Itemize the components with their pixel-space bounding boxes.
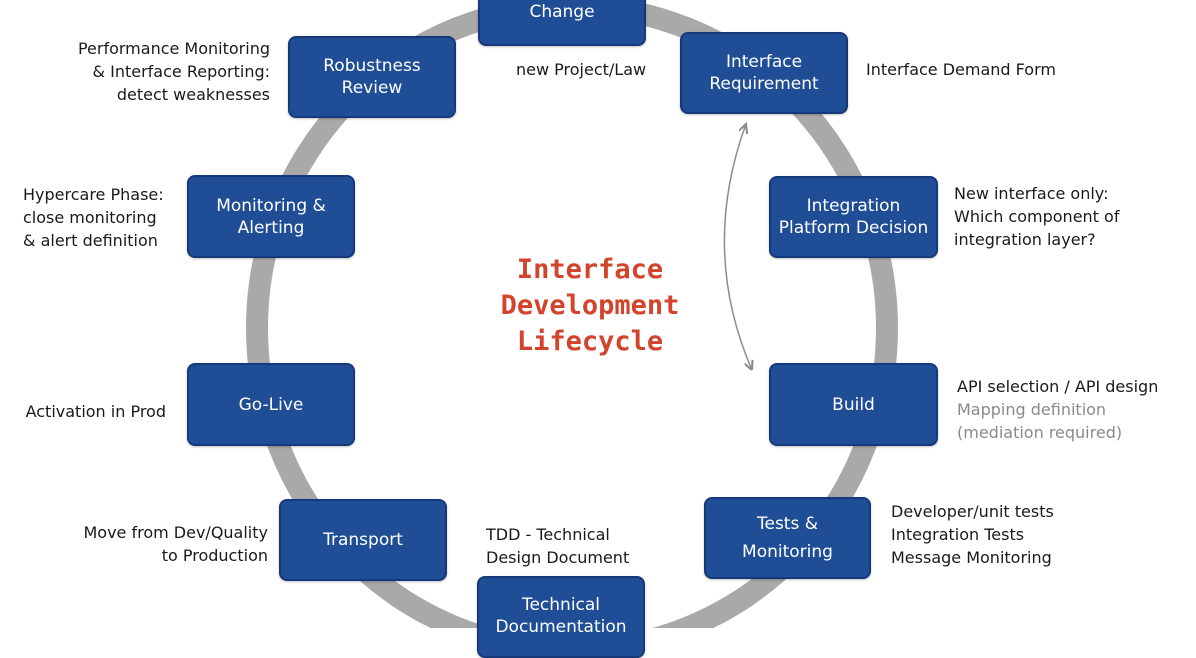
diagram-title: Interface Development Lifecycle [440,252,740,360]
node-go-live[interactable]: Go-Live [187,363,355,446]
note-go-live-line-1: Activation in Prod [25,402,166,421]
node-transport-line-1: Transport [323,530,403,550]
note-transport-line-2: to Production [161,546,268,565]
node-interface-requirement[interactable]: Interface Requirement [680,32,848,114]
node-interface-requirement-line-2: Requirement [709,74,819,94]
node-build[interactable]: Build [769,363,938,446]
note-monitoring-alerting-line-1: Hypercare Phase: [23,185,164,204]
note-technical-documentation: TDD - Technical Design Document [486,523,629,569]
node-tests-monitoring-line-2: Monitoring [742,542,833,562]
node-go-live-line-1: Go-Live [238,394,304,415]
note-technical-documentation-line-1: TDD - Technical [486,525,610,544]
diagram-title-line-2: Development [500,290,680,321]
note-tests-monitoring-line-2: Integration Tests [891,525,1025,544]
node-build-line-1: Build [832,394,875,415]
note-robustness-review-line-2: & Interface Reporting: [92,62,270,81]
diagram-title-line-3: Lifecycle [516,326,664,357]
note-build-line-3: (mediation required) [957,423,1123,442]
note-build-line-2: Mapping definition [957,400,1107,419]
note-integration-platform-decision: New interface only: Which component of i… [954,182,1119,251]
note-change-line-1: new Project/Law [516,60,647,79]
note-integration-platform-decision-line-3: integration layer? [954,230,1096,249]
note-tests-monitoring: Developer/unit tests Integration Tests M… [891,500,1054,569]
note-monitoring-alerting: Hypercare Phase: close monitoring & aler… [23,183,164,252]
note-interface-requirement: Interface Demand Form [866,58,1056,81]
note-build: API selection / API design Mapping defin… [957,375,1158,444]
diagram-title-line-1: Interface [516,254,664,285]
node-transport[interactable]: Transport [279,499,447,581]
note-integration-platform-decision-line-2: Which component of [954,207,1120,226]
node-technical-documentation[interactable]: Technical Documentation [477,576,645,658]
note-build-line-1: API selection / API design [957,377,1159,396]
node-monitoring-alerting-line-2: Alerting [237,217,305,238]
return-arrow [723,124,752,370]
note-robustness-review: Performance Monitoring & Interface Repor… [30,37,270,106]
node-tests-monitoring-line-1: Tests & [756,514,818,534]
node-robustness-review[interactable]: Robustness Review [288,36,456,118]
note-interface-requirement-line-1: Interface Demand Form [866,60,1056,79]
note-robustness-review-line-3: detect weaknesses [116,85,270,104]
node-tests-monitoring[interactable]: Tests & Monitoring [704,497,871,579]
note-technical-documentation-line-2: Design Document [486,548,630,567]
note-change: new Project/Law [516,58,646,81]
node-integration-platform-decision-line-1: Integration [806,196,901,216]
note-tests-monitoring-line-1: Developer/unit tests [891,502,1054,521]
node-robustness-review-line-2: Review [341,78,403,98]
note-transport-line-1: Move from Dev/Quality [83,523,268,542]
node-change[interactable]: Change [478,0,646,46]
note-monitoring-alerting-line-2: close monitoring [23,208,157,227]
note-transport: Move from Dev/Quality to Production [40,521,268,567]
node-robustness-review-line-1: Robustness [323,56,421,76]
note-go-live: Activation in Prod [10,400,166,423]
node-interface-requirement-line-1: Interface [725,52,803,72]
node-monitoring-alerting-line-1: Monitoring & [216,195,326,216]
node-integration-platform-decision-line-2: Platform Decision [778,218,929,238]
note-tests-monitoring-line-3: Message Monitoring [891,548,1052,567]
node-monitoring-alerting[interactable]: Monitoring & Alerting [187,175,355,258]
node-technical-documentation-line-1: Technical [521,595,601,615]
note-robustness-review-line-1: Performance Monitoring [77,39,270,58]
node-integration-platform-decision[interactable]: Integration Platform Decision [769,176,938,258]
node-change-line-1: Change [529,2,595,22]
note-monitoring-alerting-line-3: & alert definition [23,231,158,250]
node-technical-documentation-line-2: Documentation [495,617,627,637]
note-integration-platform-decision-line-1: New interface only: [954,184,1109,203]
